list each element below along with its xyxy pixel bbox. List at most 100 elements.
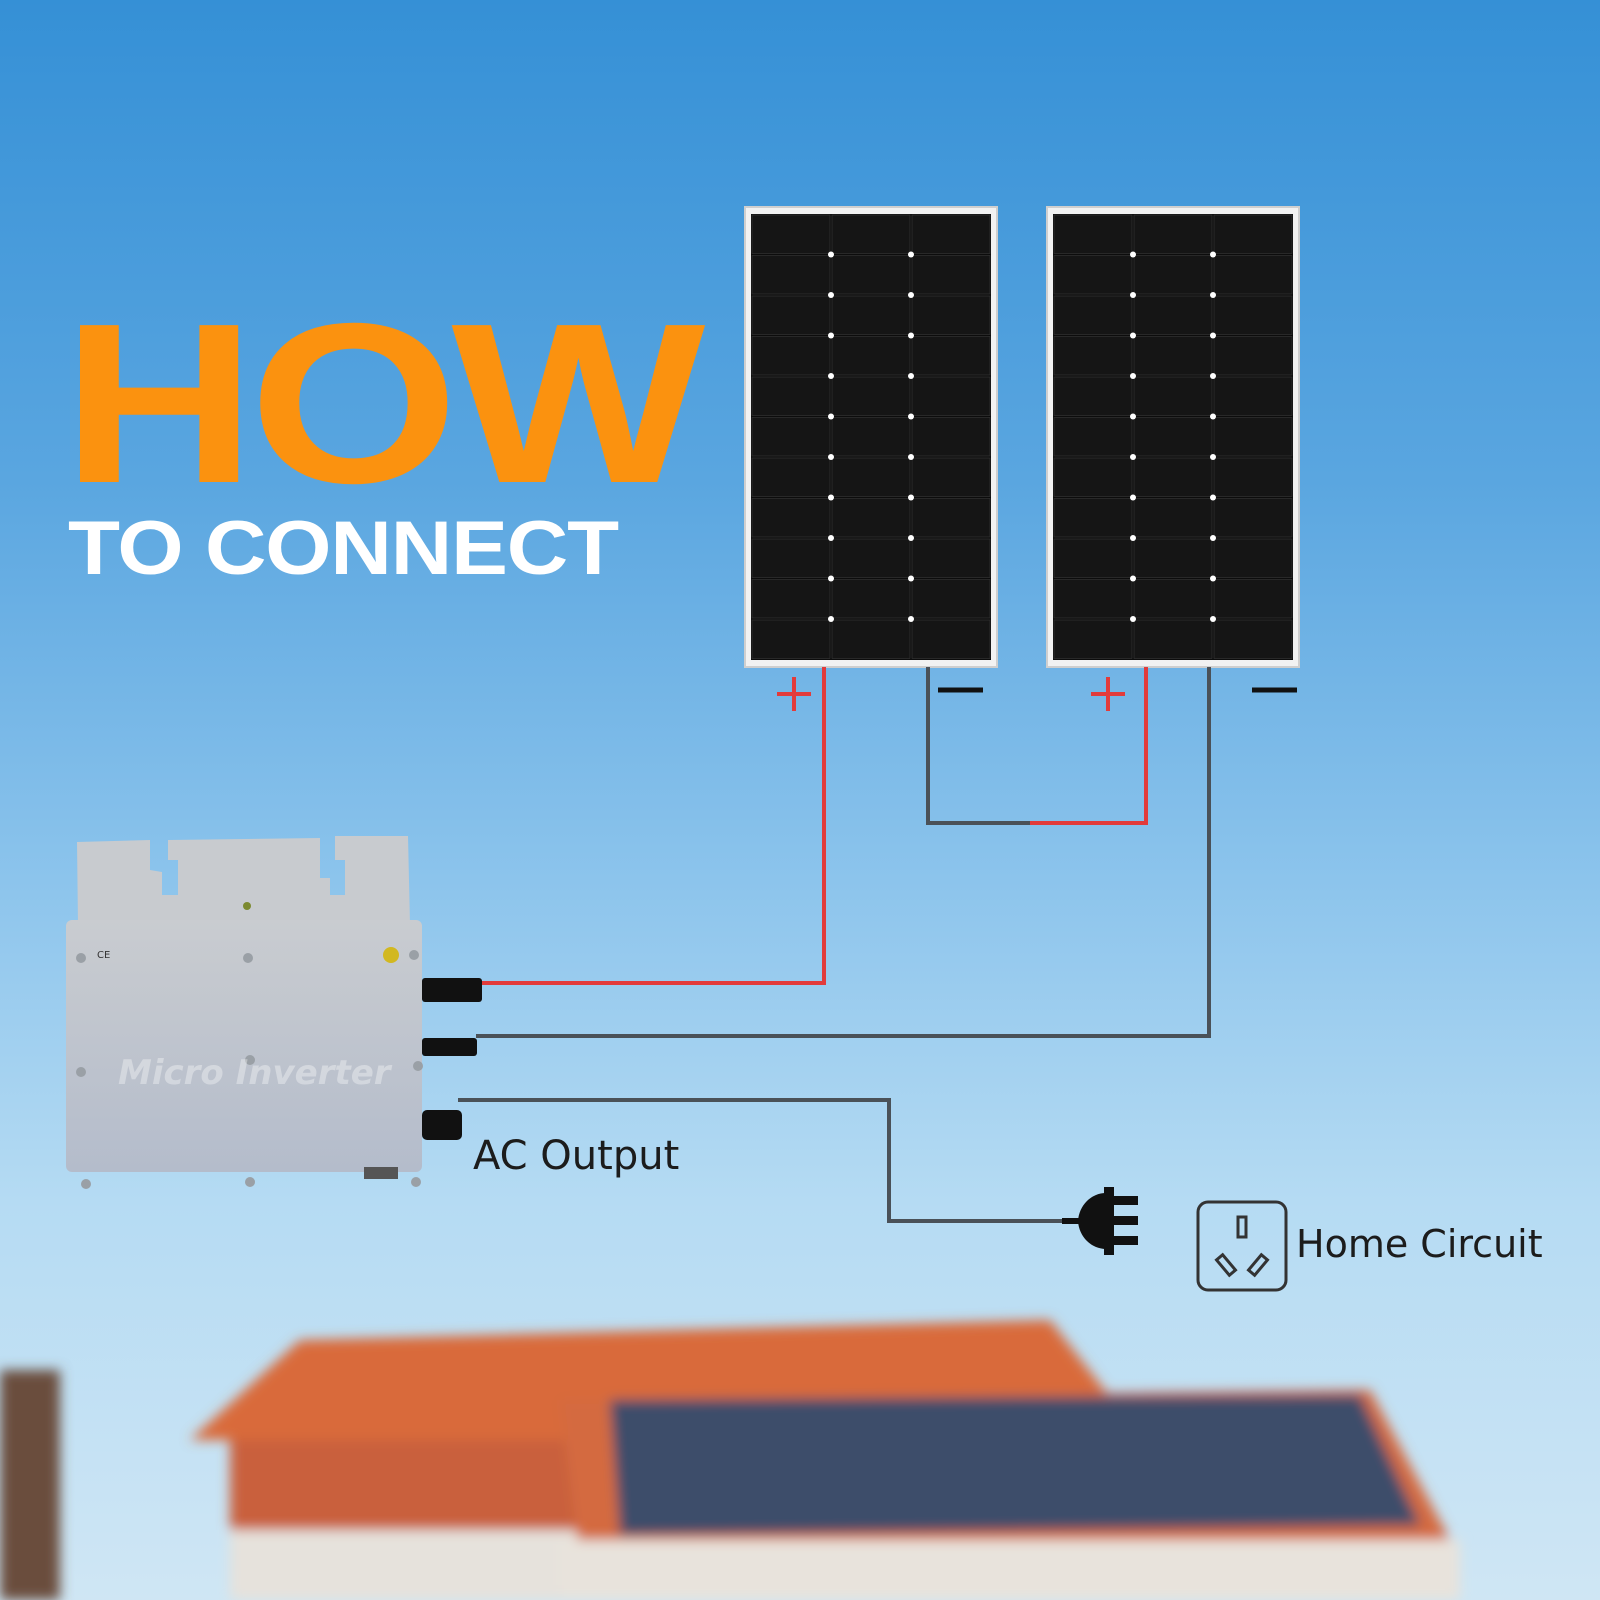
solar-cell — [1133, 295, 1213, 335]
solar-cell — [911, 214, 991, 254]
solar-cell — [911, 538, 991, 578]
cell-junction — [1210, 373, 1216, 379]
solar-cell — [1053, 457, 1133, 497]
solar-cell — [1133, 619, 1213, 659]
cell-junction — [908, 251, 914, 258]
solar-cell — [1133, 538, 1213, 578]
cell-junction — [828, 292, 834, 298]
positive-wire-panel-2 — [1030, 667, 1148, 825]
solar-cell — [911, 295, 991, 335]
solar-cell — [1133, 417, 1213, 457]
solar-cell — [1213, 498, 1293, 538]
title-how: HOW — [62, 277, 705, 531]
solar-cell — [1213, 255, 1293, 295]
cell-junction — [1130, 616, 1136, 622]
solar-cell — [751, 336, 831, 376]
solar-cell — [1053, 498, 1133, 538]
cell-junction — [828, 575, 834, 582]
solar-cell — [751, 457, 831, 497]
cell-junction — [908, 454, 914, 460]
ce-mark: CE — [97, 950, 111, 961]
cell-junction — [1130, 413, 1136, 420]
solar-cell — [911, 255, 991, 295]
solar-cell — [1213, 538, 1293, 578]
solar-cell — [1053, 376, 1133, 416]
cell-junction — [1210, 616, 1216, 622]
dc-connector-negative — [422, 1038, 477, 1056]
title-to-connect: TO CONNECT — [68, 506, 619, 591]
cell-junction — [1130, 373, 1136, 379]
cell-junction — [828, 332, 834, 339]
solar-cell — [751, 417, 831, 457]
ac-connector — [422, 1110, 462, 1140]
plug-icon — [1062, 1187, 1138, 1255]
solar-cell — [751, 214, 831, 254]
cell-junction — [1210, 454, 1216, 460]
cell-junction — [1130, 494, 1136, 501]
solar-cell — [1213, 417, 1293, 457]
cell-junction — [828, 413, 834, 420]
solar-cell — [751, 295, 831, 335]
solar-cell — [1213, 376, 1293, 416]
solar-cell — [751, 579, 831, 619]
solar-cell — [831, 417, 911, 457]
dc-connector-positive — [422, 978, 482, 1002]
solar-cell — [911, 336, 991, 376]
cell-junction — [908, 494, 914, 501]
solar-cell — [831, 255, 911, 295]
solar-cell — [1053, 417, 1133, 457]
micro-inverter — [66, 836, 482, 1189]
negative-wire-panel-2 — [476, 667, 1211, 1038]
solar-cell — [831, 295, 911, 335]
cell-junction — [1210, 292, 1216, 298]
plus-sign-icon — [777, 677, 811, 711]
cell-junction — [908, 535, 914, 541]
solar-cell — [1133, 498, 1213, 538]
solar-panel-1 — [744, 206, 998, 668]
cell-junction — [1210, 332, 1216, 339]
cell-junction — [908, 575, 914, 582]
cell-junction — [1130, 454, 1136, 460]
solar-cell — [831, 336, 911, 376]
cell-junction — [828, 373, 834, 379]
solar-cell — [831, 619, 911, 659]
cell-junction — [1210, 494, 1216, 501]
solar-cell — [751, 619, 831, 659]
cell-junction — [1130, 332, 1136, 339]
cell-junction — [908, 373, 914, 379]
cell-junction — [908, 616, 914, 622]
solar-cell — [1213, 579, 1293, 619]
solar-cell — [1133, 336, 1213, 376]
solar-cell — [1213, 295, 1293, 335]
solar-cell — [831, 457, 911, 497]
ac-output-label: AC Output — [473, 1133, 680, 1179]
solar-cell — [911, 498, 991, 538]
solar-cell — [831, 498, 911, 538]
cell-junction — [828, 251, 834, 258]
plus-sign-icon — [1091, 677, 1125, 711]
home-circuit-label: Home Circuit — [1296, 1222, 1543, 1266]
cell-junction — [828, 616, 834, 622]
cell-junction — [1210, 413, 1216, 420]
cell-junction — [1130, 575, 1136, 582]
solar-cell — [1133, 579, 1213, 619]
house-blurred — [0, 1320, 1460, 1600]
solar-cell — [911, 376, 991, 416]
solar-cell — [1053, 295, 1133, 335]
solar-cell — [911, 417, 991, 457]
solar-cell — [831, 214, 911, 254]
cell-junction — [1130, 251, 1136, 258]
solar-cell — [831, 579, 911, 619]
solar-cell — [831, 538, 911, 578]
solar-panel-2 — [1046, 206, 1300, 668]
solar-cell — [751, 498, 831, 538]
solar-cell — [751, 376, 831, 416]
solar-cell — [1133, 457, 1213, 497]
cell-junction — [828, 535, 834, 541]
solar-cell — [1053, 538, 1133, 578]
solar-cell — [831, 376, 911, 416]
solar-cell — [1213, 619, 1293, 659]
solar-cell — [751, 538, 831, 578]
solar-cell — [1053, 619, 1133, 659]
